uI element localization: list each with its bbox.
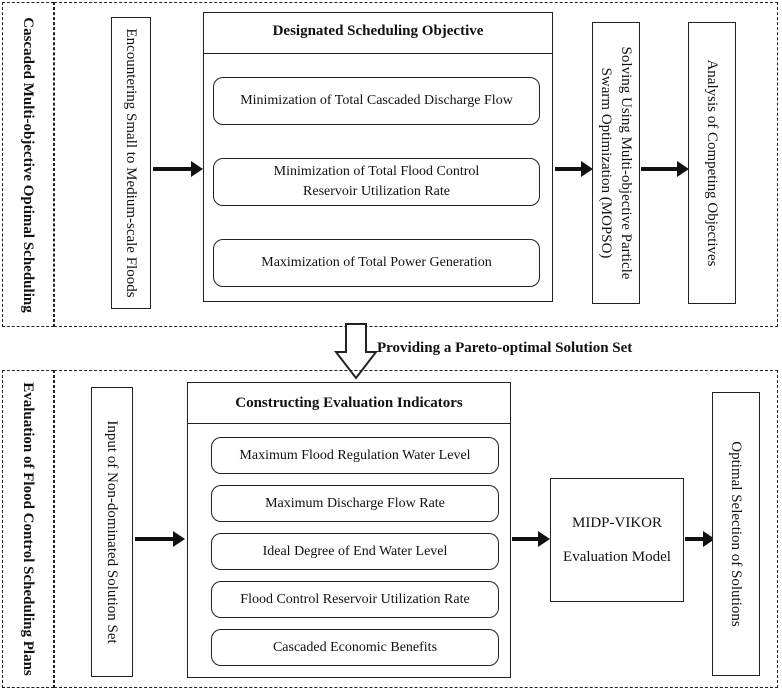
arrow-input-to-objectives [153, 161, 203, 177]
bottom-side-label: Evaluation of Flood Control Scheduling P… [20, 382, 36, 676]
analysis-box: Analysis of Competing Objectives [688, 22, 736, 304]
objective-panel-title: Designated Scheduling Objective [272, 23, 484, 39]
arrow-indicators-to-model [512, 531, 550, 547]
arrow-input-to-indicators [135, 531, 185, 547]
output-box: Optimal Selection of Solutions [712, 392, 760, 676]
bottom-input-box: Input of Non-dominated Solution Set [91, 387, 133, 677]
indicator-item-discharge-rate: Maximum Discharge Flow Rate [211, 485, 499, 522]
model-text-line1: MIDP-VIKOR [572, 515, 662, 531]
output-text: Optimal Selection of Solutions [728, 441, 744, 627]
indicator-panel: Constructing Evaluation Indicators [187, 382, 511, 678]
analysis-text: Analysis of Competing Objectives [704, 59, 720, 267]
top-input-text: Encountering Small to Medium-scale Flood… [123, 28, 139, 298]
top-section-frame [54, 2, 778, 327]
solver-text-line1: Solving Using Multi-objective Particle [618, 46, 634, 280]
objective-item-power-text: Maximization of Total Power Generation [261, 255, 492, 270]
arrow-solver-to-analysis [641, 161, 689, 177]
hollow-down-arrow [333, 323, 379, 380]
indicator-item-reservoir-rate-text: Flood Control Reservoir Utilization Rate [240, 591, 470, 607]
objective-item-discharge-text: Minimization of Total Cascaded Discharge… [240, 93, 513, 108]
bottom-input-text: Input of Non-dominated Solution Set [104, 420, 120, 644]
bottom-side-label-box: Evaluation of Flood Control Scheduling P… [2, 370, 54, 688]
indicator-item-reservoir-rate: Flood Control Reservoir Utilization Rate [211, 581, 499, 618]
solver-text: Solving Using Multi-objective Particle S… [596, 47, 636, 280]
arrow-objectives-to-solver [555, 161, 593, 177]
top-side-label: Cascaded Multi-objective Optimal Schedul… [20, 16, 36, 313]
indicator-item-economic-text: Cascaded Economic Benefits [272, 639, 438, 655]
indicator-item-economic: Cascaded Economic Benefits [211, 629, 499, 666]
model-text-line2: Evaluation Model [563, 549, 671, 565]
model-box: MIDP-VIKOR Evaluation Model [550, 478, 684, 602]
top-input-box: Encountering Small to Medium-scale Flood… [111, 17, 151, 309]
solver-text-line2: Swarm Optimization (MOPSO) [598, 67, 614, 259]
connector-label: Providing a Pareto-optimal Solution Set [377, 340, 633, 356]
objective-panel-divider [204, 53, 552, 54]
objective-item-power: Maximization of Total Power Generation [213, 239, 540, 287]
solver-box: Solving Using Multi-objective Particle S… [592, 22, 640, 304]
indicator-panel-divider [188, 423, 510, 424]
objective-item-flood-control: Minimization of Total Flood Control Rese… [213, 158, 540, 206]
objective-item-flood-control-line1: Minimization of Total Flood Control [273, 164, 480, 179]
arrow-model-to-output [685, 531, 715, 547]
top-side-label-box: Cascaded Multi-objective Optimal Schedul… [2, 2, 54, 327]
indicator-panel-title: Constructing Evaluation Indicators [235, 395, 463, 411]
indicator-item-water-level-text: Maximum Flood Regulation Water Level [239, 447, 471, 463]
indicator-item-discharge-rate-text: Maximum Discharge Flow Rate [265, 495, 445, 511]
indicator-item-end-water-level-text: Ideal Degree of End Water Level [262, 543, 448, 559]
indicator-item-end-water-level: Ideal Degree of End Water Level [211, 533, 499, 570]
indicator-item-water-level: Maximum Flood Regulation Water Level [211, 437, 499, 474]
objective-item-flood-control-line2: Reservoir Utilization Rate [303, 184, 450, 199]
bottom-section-frame [54, 370, 778, 688]
objective-item-discharge: Minimization of Total Cascaded Discharge… [213, 77, 540, 125]
